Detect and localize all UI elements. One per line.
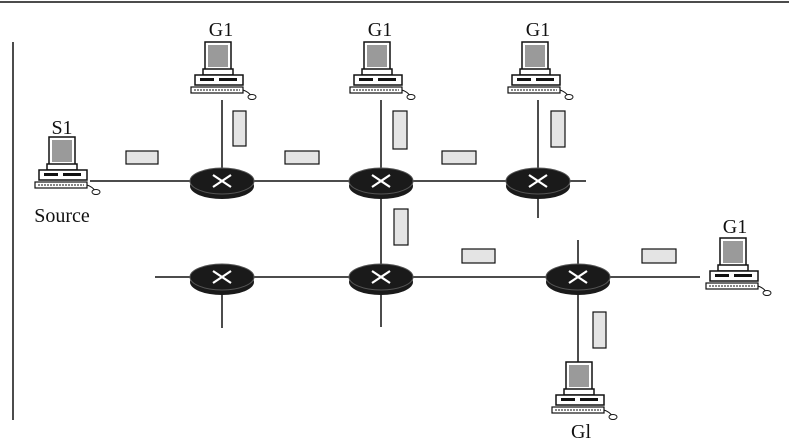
router-icon bbox=[188, 166, 256, 201]
group-label-top-3: G1 bbox=[526, 19, 550, 41]
group-label-top-1: G1 bbox=[209, 19, 233, 41]
router-icon bbox=[544, 262, 612, 297]
group-label-bottom: Gl bbox=[571, 421, 591, 443]
packet-icon bbox=[550, 110, 566, 148]
group-label-right: G1 bbox=[723, 216, 747, 238]
packet-icon bbox=[461, 248, 496, 264]
group-host-icon bbox=[507, 41, 574, 101]
source-host-icon bbox=[34, 136, 101, 196]
packet-icon bbox=[641, 248, 677, 264]
packet-icon bbox=[393, 208, 409, 246]
group-label-top-2: G1 bbox=[368, 19, 392, 41]
group-host-icon bbox=[551, 361, 618, 421]
packet-icon bbox=[441, 150, 477, 165]
source-caption: Source bbox=[34, 205, 90, 227]
group-host-icon bbox=[705, 237, 772, 297]
packet-icon bbox=[284, 150, 320, 165]
router-icon bbox=[188, 262, 256, 297]
router-icon bbox=[347, 262, 415, 297]
group-host-icon bbox=[190, 41, 257, 101]
router-icon bbox=[347, 166, 415, 201]
packet-icon bbox=[592, 311, 607, 349]
router-icon bbox=[504, 166, 572, 201]
source-host-label: S1 bbox=[51, 117, 72, 139]
packet-icon bbox=[125, 150, 159, 165]
packet-icon bbox=[232, 110, 247, 147]
group-host-icon bbox=[349, 41, 416, 101]
packet-icon bbox=[392, 110, 408, 150]
